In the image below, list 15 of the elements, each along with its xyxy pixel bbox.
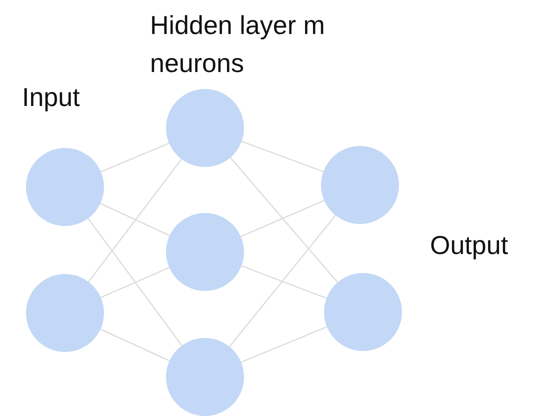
connector-line [100,202,170,236]
connector-line [100,142,170,172]
connector-line [100,267,170,298]
connector-line [240,326,328,363]
connector-line [88,218,182,346]
connector-line [230,157,338,283]
connector-line [100,328,170,362]
layer-label: Input [22,81,81,114]
connector-line [241,140,324,172]
layer-label: Hidden layer m neurons [150,9,326,80]
connector-line [88,158,182,282]
layer-label: Output [430,229,510,262]
connector-line [240,200,324,238]
connector-line [241,265,327,299]
connector-line [229,214,336,348]
